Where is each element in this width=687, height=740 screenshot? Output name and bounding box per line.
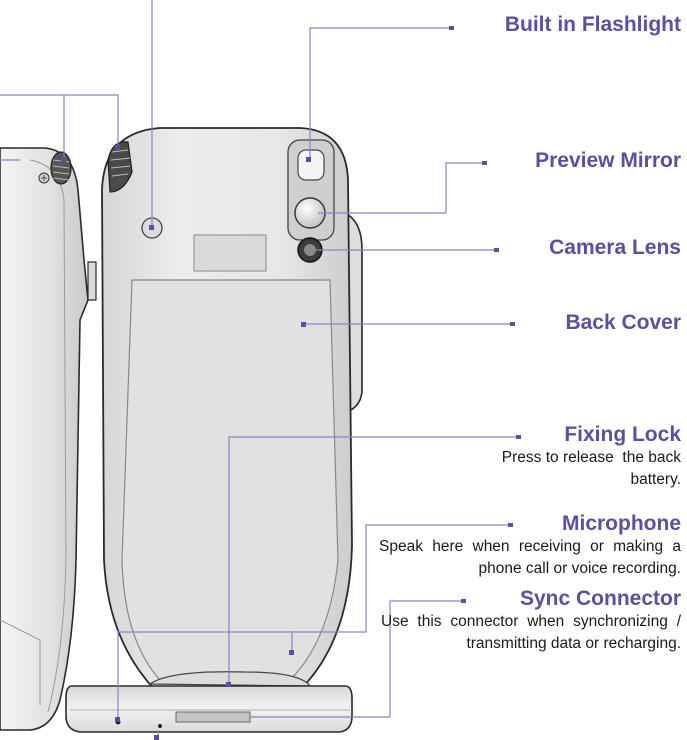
fixing-lock-desc-line2: battery.	[630, 471, 681, 488]
sync-connector-label: Sync Connector	[519, 587, 681, 610]
preview-mirror-label: Preview Mirror	[535, 149, 681, 172]
sync-connector-desc: Use this connector when synchronizing / …	[381, 613, 681, 652]
back-cover-label: Back Cover	[565, 311, 681, 334]
bottom-view	[65, 671, 353, 733]
side-view	[0, 147, 97, 731]
callout-sync-connector: Sync Connector Use this connector when s…	[381, 587, 681, 655]
fixing-lock-desc-line1: Press to release the back	[501, 449, 681, 466]
microphone-label: Microphone	[562, 512, 681, 535]
callout-preview-mirror: Preview Mirror	[535, 149, 681, 173]
callout-fixing-lock: Fixing Lock Press to release the back ba…	[381, 423, 681, 491]
leader-terminals	[61, 26, 521, 740]
fixing-lock-label: Fixing Lock	[564, 423, 681, 446]
callout-back-cover: Back Cover	[565, 311, 681, 335]
back-view	[101, 127, 363, 695]
microphone-desc: Speak here when receiving or making a ph…	[379, 538, 681, 577]
leader-lines	[0, 0, 518, 740]
camera-lens-label: Camera Lens	[549, 236, 681, 259]
flashlight-label: Built in Flashlight	[504, 13, 681, 36]
callout-flashlight: Built in Flashlight	[505, 13, 681, 37]
callout-microphone: Microphone Speak here when receiving or …	[379, 512, 681, 580]
callout-camera-lens: Camera Lens	[549, 236, 681, 260]
